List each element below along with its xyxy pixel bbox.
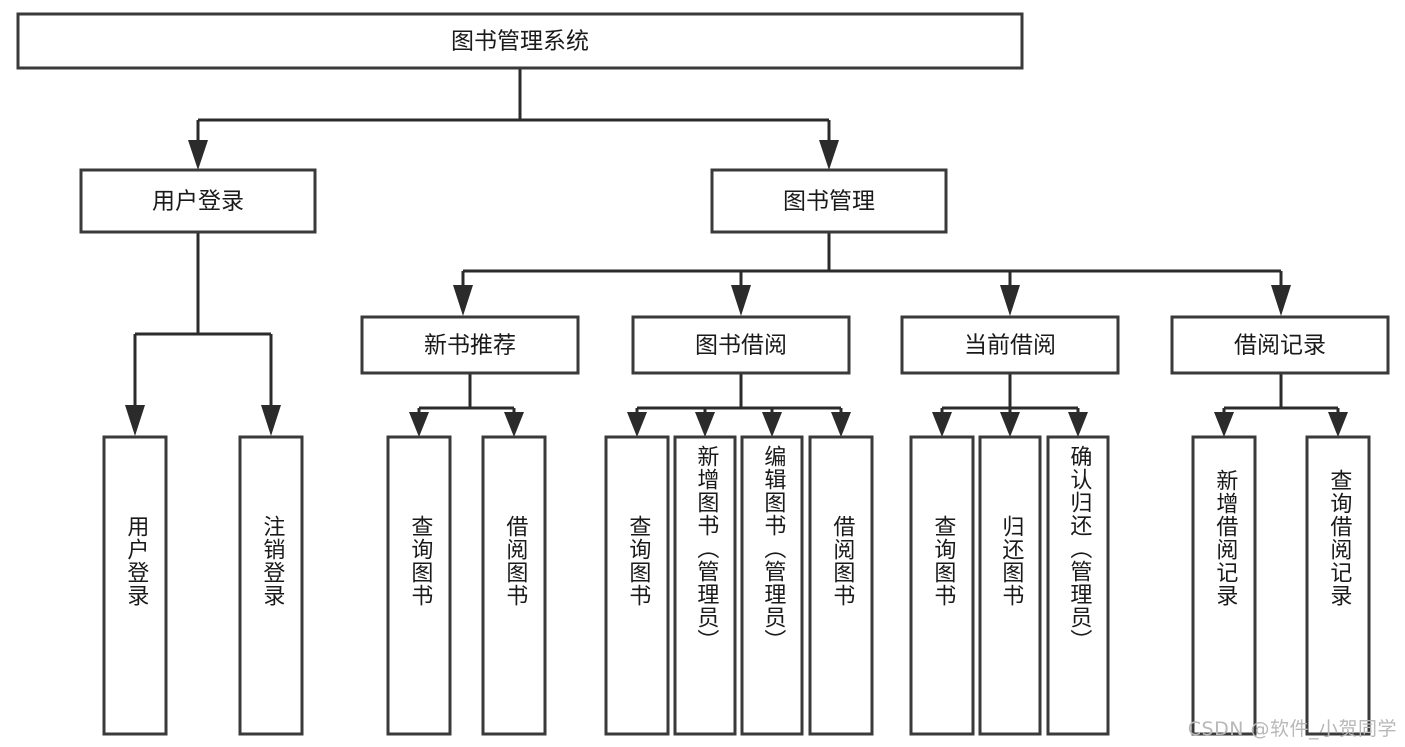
edges-borrow-record-children bbox=[1214, 373, 1348, 437]
node-new-book-recommend-label: 新书推荐 bbox=[424, 333, 516, 359]
node-leaf-query-book-1[interactable] bbox=[386, 435, 452, 736]
arrow-leaf-borrow-book-1 bbox=[504, 412, 524, 437]
arrow-leaf-query-book-2 bbox=[627, 412, 647, 437]
node-leaf-query-book-2-box[interactable] bbox=[604, 435, 670, 736]
node-leaf-add-record-box[interactable] bbox=[1191, 435, 1257, 736]
arrow-borrow-record bbox=[1271, 285, 1291, 316]
node-leaf-query-book-3-box[interactable] bbox=[909, 435, 975, 736]
arrow-new-book-recommend bbox=[453, 285, 473, 316]
node-user-login-box[interactable] bbox=[79, 168, 317, 234]
edges-current-borrow-children bbox=[932, 373, 1088, 437]
node-leaf-return-book-box[interactable] bbox=[978, 435, 1042, 736]
arrow-user-login bbox=[188, 140, 208, 170]
node-root-box[interactable] bbox=[16, 12, 1024, 70]
node-leaf-borrow-book-2[interactable] bbox=[808, 435, 874, 736]
node-current-borrow-box[interactable] bbox=[900, 315, 1120, 375]
node-leaf-user-login[interactable] bbox=[102, 435, 168, 736]
node-current-borrow[interactable]: 当前借阅 bbox=[900, 315, 1120, 375]
node-leaf-query-book-1-box[interactable] bbox=[386, 435, 452, 736]
node-leaf-user-login-box[interactable] bbox=[102, 435, 168, 736]
node-leaf-query-record-box[interactable] bbox=[1305, 435, 1371, 736]
node-leaf-logout-box[interactable] bbox=[238, 435, 304, 736]
arrow-leaf-add-book bbox=[695, 412, 715, 437]
node-book-management-box[interactable] bbox=[710, 168, 948, 234]
node-leaf-add-record[interactable] bbox=[1191, 435, 1257, 736]
node-leaf-confirm-return[interactable] bbox=[1046, 435, 1110, 736]
node-leaf-borrow-book-1-box[interactable] bbox=[481, 435, 547, 736]
node-root[interactable]: 图书管理系统 bbox=[16, 12, 1024, 70]
node-borrow-record-box[interactable] bbox=[1170, 315, 1390, 375]
node-book-borrow-box[interactable] bbox=[631, 315, 851, 375]
node-leaf-borrow-book-1[interactable] bbox=[481, 435, 547, 736]
node-leaf-edit-book-box[interactable] bbox=[740, 435, 804, 736]
node-new-book-recommend-box[interactable] bbox=[360, 315, 580, 375]
arrow-leaf-edit-book bbox=[762, 412, 782, 437]
node-leaf-add-book-box[interactable] bbox=[673, 435, 737, 736]
arrow-leaf-query-record bbox=[1328, 412, 1348, 437]
node-leaf-query-book-2[interactable] bbox=[604, 435, 670, 736]
edges-book-management-children bbox=[453, 232, 1291, 316]
arrow-leaf-confirm-return bbox=[1068, 412, 1088, 437]
node-user-login-label: 用户登录 bbox=[152, 189, 244, 215]
edges-root-to-level2 bbox=[188, 68, 839, 170]
arrow-leaf-logout bbox=[261, 405, 281, 436]
arrow-leaf-user-login bbox=[125, 405, 145, 436]
arrow-leaf-add-record bbox=[1214, 412, 1234, 437]
node-user-login[interactable]: 用户登录 bbox=[79, 168, 317, 234]
arrow-leaf-query-book-1 bbox=[409, 412, 429, 437]
node-leaf-borrow-book-2-box[interactable] bbox=[808, 435, 874, 736]
node-book-borrow-label: 图书借阅 bbox=[695, 333, 787, 359]
node-borrow-record-label: 借阅记录 bbox=[1234, 333, 1326, 359]
node-leaf-return-book[interactable] bbox=[978, 435, 1042, 736]
node-book-management-label: 图书管理 bbox=[783, 189, 875, 215]
edges-book-borrow-children bbox=[627, 373, 851, 437]
arrow-book-management bbox=[819, 140, 839, 170]
node-leaf-edit-book[interactable] bbox=[740, 435, 804, 736]
node-leaf-add-book[interactable] bbox=[673, 435, 737, 736]
node-current-borrow-label: 当前借阅 bbox=[964, 333, 1056, 359]
node-book-management[interactable]: 图书管理 bbox=[710, 168, 948, 234]
arrow-book-borrow bbox=[731, 285, 751, 316]
arrow-current-borrow bbox=[1000, 285, 1020, 316]
edges-new-book-recommend-children bbox=[409, 373, 524, 437]
node-root-label: 图书管理系统 bbox=[451, 29, 589, 55]
node-book-borrow[interactable]: 图书借阅 bbox=[631, 315, 851, 375]
arrow-leaf-borrow-book-2 bbox=[831, 412, 851, 437]
arrow-leaf-query-book-3 bbox=[932, 412, 952, 437]
node-leaf-confirm-return-box[interactable] bbox=[1046, 435, 1110, 736]
node-leaf-logout[interactable] bbox=[238, 435, 304, 736]
node-new-book-recommend[interactable]: 新书推荐 bbox=[360, 315, 580, 375]
edges-user-login-children bbox=[125, 232, 281, 436]
node-leaf-query-record[interactable] bbox=[1305, 435, 1371, 736]
node-leaf-query-book-3[interactable] bbox=[909, 435, 975, 736]
arrow-leaf-return-book bbox=[1000, 412, 1020, 437]
watermark-text: CSDN @软件_小贺同学 bbox=[1187, 718, 1397, 740]
node-borrow-record[interactable]: 借阅记录 bbox=[1170, 315, 1390, 375]
